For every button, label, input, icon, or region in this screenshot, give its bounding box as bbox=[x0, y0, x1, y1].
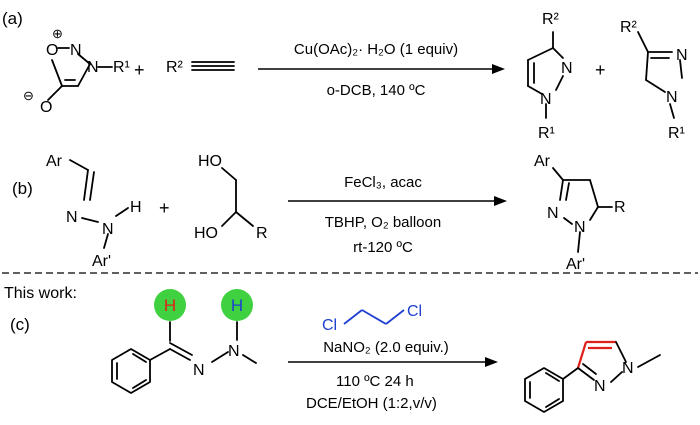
product-c-N1: N bbox=[622, 360, 634, 377]
arrow-c bbox=[288, 357, 498, 367]
hydrazone-H: H bbox=[130, 199, 142, 216]
label-b: (b) bbox=[12, 179, 33, 198]
dce-Cl-right: Cl bbox=[407, 303, 422, 320]
hydrazone-N2: N bbox=[102, 221, 114, 238]
green-highlight-circle-2 bbox=[221, 289, 253, 321]
minus-charge-icon: ⊖ bbox=[23, 88, 34, 103]
green-highlight-circle-1 bbox=[154, 289, 186, 321]
hydrazone-N1: N bbox=[66, 209, 78, 226]
product-c: N N bbox=[524, 340, 661, 413]
plus-a: + bbox=[134, 60, 145, 80]
condition-b-2: TBHP, O₂ balloon bbox=[325, 214, 441, 231]
sydnone-N1: N bbox=[70, 42, 82, 59]
product-a-2-R2: R² bbox=[620, 19, 638, 36]
substrate-N1: N bbox=[193, 362, 205, 379]
label-a: (a) bbox=[2, 9, 23, 28]
plus-product-a: + bbox=[595, 60, 606, 80]
product-a-1-R1: R¹ bbox=[538, 125, 555, 142]
diol-R: R bbox=[256, 225, 268, 242]
condition-a-1: Cu(OAc)₂· H₂O (1 equiv) bbox=[294, 41, 458, 58]
hydrazone-Ar: Ar bbox=[46, 153, 63, 170]
sydnone-N3: N bbox=[87, 59, 99, 76]
dce-Cl-left: Cl bbox=[322, 317, 337, 334]
arrow-a bbox=[258, 64, 505, 74]
product-a-2-N2: N bbox=[676, 47, 688, 64]
dce-reagent: Cl Cl bbox=[322, 303, 422, 334]
condition-a-2: o-DCB, 140 ºC bbox=[327, 82, 426, 99]
alkyne-R2: R² bbox=[166, 59, 184, 76]
hydrazone-Ar-prime: Ar' bbox=[92, 253, 111, 270]
substrate-structure: H H N N bbox=[111, 289, 257, 394]
product-a-2-R1: R¹ bbox=[668, 125, 685, 142]
substrate-N2: N bbox=[228, 343, 240, 360]
diol-structure: HO HO R bbox=[194, 153, 268, 242]
condition-c-3: DCE/EtOH (1:2,v/v) bbox=[306, 395, 437, 412]
product-b-Ar: Ar bbox=[534, 153, 551, 170]
plus-b: + bbox=[159, 198, 170, 218]
sydnone-structure: O N N R¹ O ⊕ ⊖ bbox=[23, 26, 130, 116]
condition-b-1: FeCl₃, acac bbox=[344, 174, 422, 191]
product-a-2-N1: N bbox=[666, 89, 678, 106]
product-b-N1: N bbox=[574, 219, 586, 236]
condition-c-1: NaNO₂ (2.0 equiv.) bbox=[323, 339, 449, 356]
condition-c-2: 110 ºC 24 h bbox=[336, 373, 414, 390]
this-work-label: This work: bbox=[4, 285, 77, 302]
product-b-N2: N bbox=[547, 205, 559, 222]
product-b: Ar N N R Ar' bbox=[534, 153, 626, 273]
product-b-Ar-prime: Ar' bbox=[566, 256, 585, 273]
product-a-1-R2: R² bbox=[542, 11, 560, 28]
hydrazone-structure: Ar N N H Ar' bbox=[46, 153, 142, 270]
sydnone-R1: R¹ bbox=[113, 59, 130, 76]
plus-charge-icon: ⊕ bbox=[52, 26, 63, 41]
condition-b-3: rt-120 ºC bbox=[353, 239, 413, 256]
diol-HO-bottom: HO bbox=[194, 225, 218, 242]
product-a-1: R² N N R¹ bbox=[527, 11, 573, 142]
product-a-1-N1: N bbox=[540, 91, 552, 108]
product-a-2: R² N N R¹ bbox=[620, 19, 688, 142]
substrate-H-blue: H bbox=[231, 296, 243, 315]
label-c: (c) bbox=[10, 315, 30, 334]
product-c-N2: N bbox=[594, 378, 606, 395]
substrate-H-red: H bbox=[164, 296, 176, 315]
alkyne-structure: R² bbox=[166, 59, 235, 76]
sydnone-oxide-O: O bbox=[40, 99, 52, 116]
product-b-R: R bbox=[614, 199, 626, 216]
sydnone-O: O bbox=[46, 42, 58, 59]
arrow-b bbox=[288, 196, 507, 206]
diol-HO-top: HO bbox=[198, 153, 222, 170]
product-a-1-N2: N bbox=[561, 60, 573, 77]
